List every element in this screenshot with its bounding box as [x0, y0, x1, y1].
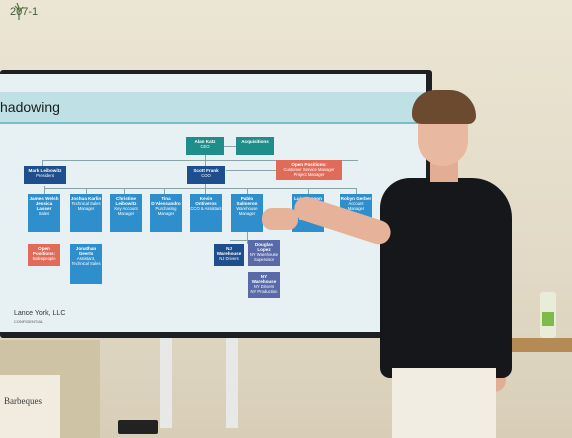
plant-sprig-icon [14, 2, 24, 20]
connector-line [247, 232, 248, 244]
person-black-shirt [380, 178, 512, 378]
connector-line [44, 186, 45, 194]
tv-stand-left-leg [160, 338, 172, 428]
org-box-open-positions-top: Open Positions: Customer Service Manager… [276, 160, 342, 180]
connector-line [356, 188, 357, 194]
room-number-sign: 207-1 [10, 6, 39, 18]
bottle-label [542, 312, 554, 326]
connector-line [124, 188, 125, 194]
connector-line [86, 188, 87, 194]
person-neck [430, 160, 458, 182]
connector-line [205, 155, 206, 167]
slide-title-band [0, 92, 426, 122]
connector-line [226, 170, 306, 171]
connector-line [247, 188, 248, 194]
person-hair [412, 90, 476, 124]
poster-sheet [0, 375, 60, 438]
connector-line [44, 188, 356, 189]
slide-title-underline [0, 122, 426, 124]
connector-line [164, 188, 165, 194]
connector-line [42, 160, 43, 166]
wooden-shelf [500, 338, 572, 352]
org-box-ny-warehouse: NY Warehouse NY Drivers NY Production [248, 272, 280, 298]
poster-text: Barbeques [4, 396, 42, 406]
person-pointing-hand [262, 208, 298, 230]
connector-line [42, 160, 358, 161]
person-white-shorts [392, 368, 496, 438]
org-box-open-positions-sales: Open Positions:Salespeople [28, 244, 60, 266]
connector-line [308, 188, 309, 194]
slide-footer-confidential: CONFIDENTIAL [14, 319, 44, 324]
slide-title: hadowing [0, 99, 60, 115]
connector-line [230, 240, 264, 241]
device-box [118, 420, 158, 434]
tv-stand-right-leg [226, 338, 238, 428]
org-box-acquisitions: Acquisitions [236, 137, 274, 155]
connector-line [222, 146, 236, 147]
slide-footer-company: Lance York, LLC [14, 310, 66, 317]
connector-line [205, 184, 206, 194]
